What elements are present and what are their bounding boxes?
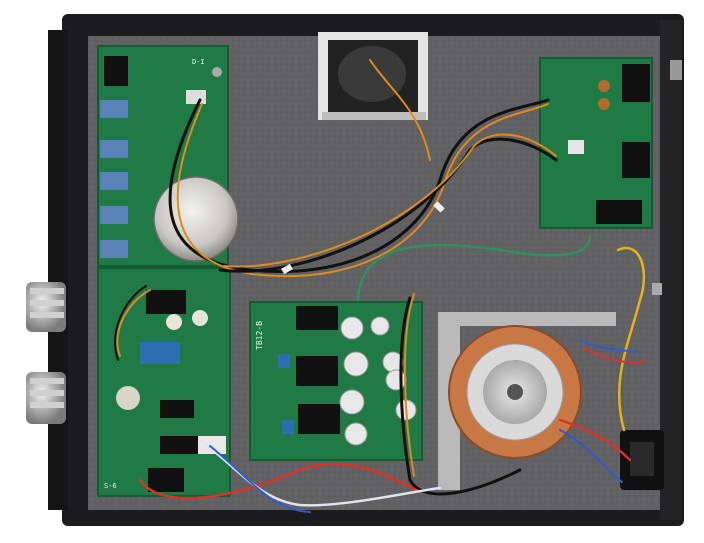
filter-capacitor [339, 389, 365, 415]
heatsink [298, 404, 340, 434]
filter-capacitor [343, 351, 369, 377]
relay [104, 56, 128, 86]
toroidal-transformer [438, 312, 616, 490]
round-capacitor [153, 176, 239, 262]
input-jack [100, 206, 128, 224]
volume-knob [26, 282, 66, 332]
input-jack [100, 100, 128, 118]
chip [146, 290, 186, 314]
cable-tie [281, 201, 445, 275]
rear-screw [670, 60, 682, 80]
output-connector [622, 142, 650, 178]
board-label: TB12-B [255, 321, 264, 350]
rear-pcb [539, 57, 653, 229]
small-transformer [318, 32, 428, 120]
input-jack [100, 172, 128, 190]
heatsink [296, 306, 338, 330]
filter-capacitor [344, 422, 368, 446]
filter-capacitor [370, 316, 390, 336]
filter-capacitor [340, 316, 364, 340]
board-label: S-6 [104, 482, 117, 490]
output-connector [622, 64, 650, 102]
amp-pcb: S-6 [97, 267, 231, 497]
selector-knob [26, 372, 66, 424]
chip [160, 436, 198, 454]
power-inlet [620, 430, 664, 490]
input-jack [100, 240, 128, 258]
board-label: D-I [192, 58, 205, 66]
heatsink [296, 356, 338, 386]
rear-screw [652, 283, 662, 295]
input-jack [100, 140, 128, 158]
chip [160, 400, 194, 418]
wiring [114, 59, 646, 513]
filter-capacitor [385, 369, 407, 391]
power-supply-pcb: TB12-B [249, 301, 423, 461]
